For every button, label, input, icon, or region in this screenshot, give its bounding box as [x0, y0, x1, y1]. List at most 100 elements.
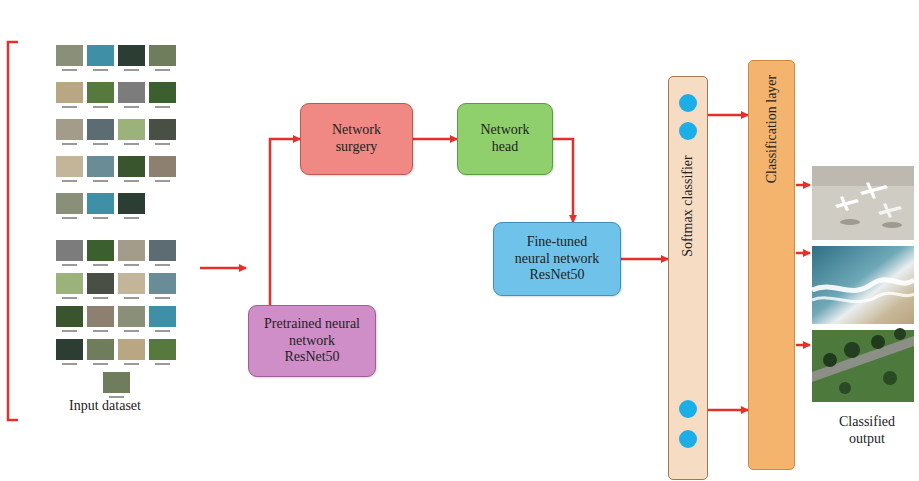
thumbnail-caption-mark: [155, 330, 170, 332]
thumbnail-caption-mark: [124, 330, 139, 332]
thumbnail-caption-mark: [155, 363, 170, 365]
thumbnail-caption-mark: [62, 217, 77, 219]
dataset-thumbnail: [56, 156, 83, 177]
thumbnail-caption-mark: [93, 330, 108, 332]
dataset-thumbnails: [56, 45, 176, 398]
thumbnail-caption-mark: [124, 143, 139, 145]
thumbnail-caption-mark: [155, 180, 170, 182]
dataset-thumbnail: [87, 119, 114, 140]
flow-arrow: [621, 258, 668, 261]
dataset-thumbnail: [56, 45, 83, 66]
dataset-thumbnail: [118, 119, 145, 140]
input-arrow: [200, 267, 246, 270]
output-arrow: [796, 252, 810, 255]
flow-arrow: [413, 138, 457, 141]
neuron-dot: [679, 430, 697, 448]
thumbnail-caption-mark: [62, 106, 77, 108]
neuron-dot: [679, 94, 697, 112]
thumbnail-caption-mark: [93, 363, 108, 365]
thumbnail-caption-mark: [155, 143, 170, 145]
thumbnail-caption-mark: [62, 143, 77, 145]
vertical-label: Softmax classifier: [680, 155, 696, 256]
dataset-thumbnail: [56, 193, 83, 214]
thumbnail-caption-mark: [155, 297, 170, 299]
dataset-thumbnail: [149, 273, 176, 294]
thumbnail-caption-mark: [109, 396, 124, 398]
dataset-thumbnail: [87, 306, 114, 327]
box-label: Network surgery: [315, 122, 398, 156]
dataset-thumbnail: [87, 339, 114, 360]
airplane-image: [812, 166, 914, 240]
thumbnail-caption-mark: [93, 264, 108, 266]
dataset-thumbnail: [149, 306, 176, 327]
box-label: Fine-tuned neural network ResNet50: [508, 234, 606, 284]
thumbnail-caption-mark: [124, 106, 139, 108]
process-box: Network surgery: [300, 103, 413, 175]
thumbnail-caption-mark: [93, 106, 108, 108]
thumbnail-caption-mark: [155, 69, 170, 71]
neuron-dots: [669, 77, 709, 481]
dataset-bracket: [8, 42, 18, 420]
thumbnail-caption-mark: [155, 106, 170, 108]
dataset-thumbnail: [118, 306, 145, 327]
thumbnail-caption-mark: [62, 363, 77, 365]
dataset-thumbnail: [118, 82, 145, 103]
thumbnail-caption-mark: [62, 69, 77, 71]
dataset-thumbnail: [149, 339, 176, 360]
dataset-thumbnail: [56, 82, 83, 103]
thumbnail-caption-mark: [93, 143, 108, 145]
finetuned-network-box: Fine-tuned neural network ResNet50: [493, 222, 621, 296]
field-image: [812, 328, 914, 402]
thumbnail-caption-mark: [124, 217, 139, 219]
thumbnail-caption-mark: [93, 69, 108, 71]
dataset-thumbnail: [118, 156, 145, 177]
output-label: Classified output: [822, 414, 912, 448]
dataset-thumbnail: [118, 193, 145, 214]
thumbnail-caption-mark: [93, 180, 108, 182]
dataset-thumbnail: [87, 45, 114, 66]
pretrained-network-box: Pretrained neural network ResNet50: [248, 305, 376, 377]
vertical-label: Classification layer: [764, 75, 780, 183]
dataset-thumbnail: [87, 240, 114, 261]
beach-image: [812, 246, 914, 324]
dataset-thumbnail: [149, 240, 176, 261]
thumbnail-caption-mark: [124, 180, 139, 182]
thumbnail-caption-mark: [155, 264, 170, 266]
thumbnail-caption-mark: [62, 264, 77, 266]
dataset-thumbnail: [149, 45, 176, 66]
softmax-bar: Softmax classifier: [668, 76, 708, 480]
dataset-thumbnail: [118, 339, 145, 360]
thumbnail-caption-mark: [93, 217, 108, 219]
thumbnail-caption-mark: [93, 297, 108, 299]
thumbnail-caption-mark: [124, 297, 139, 299]
dataset-thumbnail: [56, 339, 83, 360]
flow-arrow: [708, 409, 748, 412]
thumbnail-caption-mark: [62, 180, 77, 182]
dataset-thumbnail: [118, 240, 145, 261]
dataset-thumbnail: [87, 156, 114, 177]
dataset-thumbnail: [56, 240, 83, 261]
thumbnail-caption-mark: [124, 363, 139, 365]
dataset-thumbnail: [87, 193, 114, 214]
output-arrow: [796, 184, 810, 187]
dataset-thumbnail: [103, 372, 130, 393]
dataset-thumbnail: [56, 306, 83, 327]
dataset-thumbnail: [87, 82, 114, 103]
flow-arrow: [708, 114, 748, 117]
dataset-thumbnail: [56, 119, 83, 140]
neuron-dot: [679, 400, 697, 418]
dataset-thumbnail: [56, 273, 83, 294]
flow-arrow: [553, 139, 573, 222]
thumbnail-caption-mark: [62, 330, 77, 332]
box-label: Pretrained neural network ResNet50: [263, 316, 361, 366]
neuron-dot: [679, 122, 697, 140]
process-box: Network head: [457, 103, 553, 175]
thumbnail-caption-mark: [124, 264, 139, 266]
dataset-thumbnail: [87, 273, 114, 294]
output-arrow: [796, 344, 810, 347]
dataset-thumbnail: [149, 156, 176, 177]
thumbnail-caption-mark: [124, 69, 139, 71]
dataset-label: Input dataset: [30, 398, 180, 415]
thumbnail-caption-mark: [62, 297, 77, 299]
flow-arrow: [270, 139, 300, 305]
